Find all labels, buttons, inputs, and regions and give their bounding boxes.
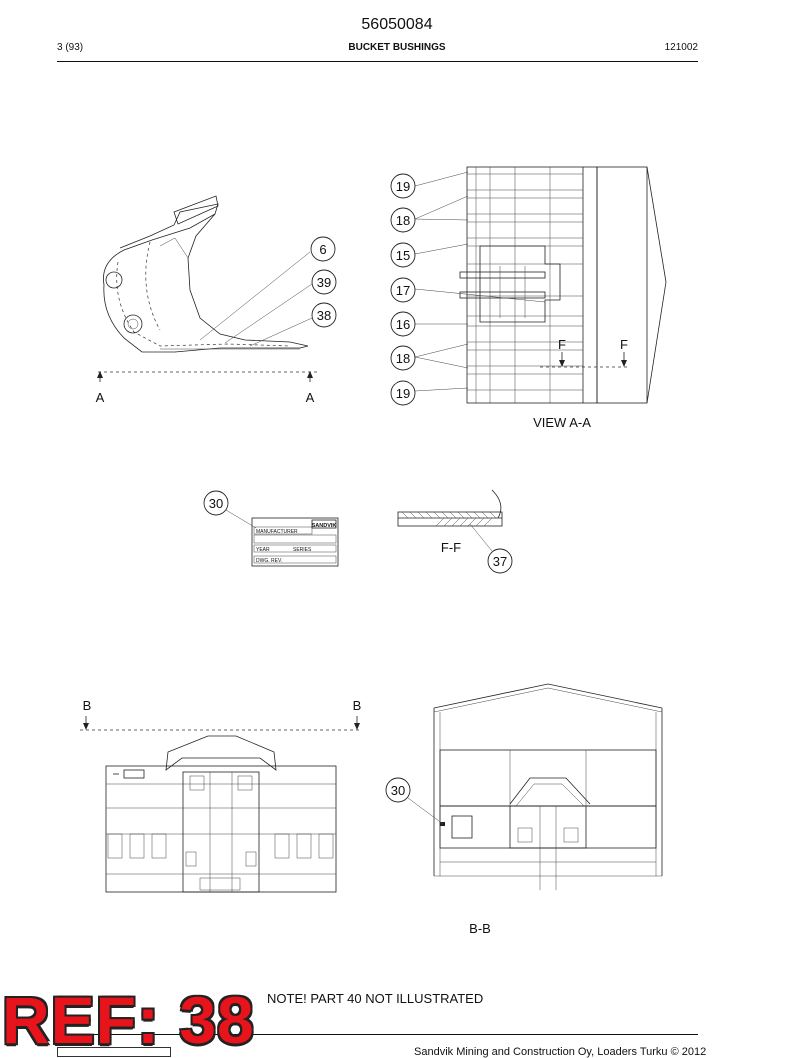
- cut-arrow-a-right: [307, 371, 313, 382]
- svg-text:19: 19: [396, 179, 410, 194]
- svg-text:30: 30: [391, 783, 405, 798]
- document-number: 56050084: [361, 16, 433, 33]
- cut-arrow-b-right: [354, 716, 360, 730]
- svg-text:18: 18: [396, 351, 410, 366]
- leader-30-bb: [407, 797, 444, 825]
- section-bb-label: B-B: [469, 921, 491, 936]
- leader-6: [199, 251, 311, 341]
- svg-text:19: 19: [396, 386, 410, 401]
- svg-text:6: 6: [319, 242, 326, 257]
- svg-text:37: 37: [493, 554, 507, 569]
- cut-label-b-left: B: [83, 698, 92, 713]
- svg-text:15: 15: [396, 248, 410, 263]
- page-number: 3 (93): [57, 42, 84, 53]
- nameplate-dwg-rev: DWG. REV.: [256, 558, 282, 564]
- note-text: NOTE! PART 40 NOT ILLUSTRATED: [267, 991, 484, 1006]
- section-ff-drawing: [397, 489, 503, 527]
- leader-30-plate: [225, 509, 257, 529]
- leader-18-top-a: [414, 195, 469, 220]
- section-bb-drawing: [433, 683, 663, 890]
- svg-text:39: 39: [317, 275, 331, 290]
- cut-arrow-f-left: [559, 352, 565, 367]
- callout-19-top: 19: [390, 173, 416, 199]
- revision-date: 121002: [664, 42, 698, 53]
- bucket-front-view: [105, 735, 337, 893]
- view-aa-label: VIEW A-A: [533, 415, 591, 430]
- leader-19-top: [414, 171, 469, 187]
- callout-18-bottom: 18: [390, 345, 416, 371]
- header-rule: [57, 61, 698, 62]
- nameplate-manufacturer: MANUFACTURER: [256, 529, 298, 535]
- callout-30-bb: 30: [385, 777, 411, 803]
- callout-18-top: 18: [390, 207, 416, 233]
- cut-label-f-left: F: [558, 337, 566, 352]
- callout-16: 16: [390, 311, 416, 337]
- leader-19-bottom: [414, 387, 469, 392]
- callout-38: 38: [311, 302, 337, 328]
- leader-18-top-b: [414, 218, 469, 221]
- callout-17: 17: [390, 277, 416, 303]
- svg-text:16: 16: [396, 317, 410, 332]
- leader-39: [224, 283, 313, 344]
- copyright-text: Sandvik Mining and Construction Oy, Load…: [414, 1046, 707, 1058]
- cut-arrow-b-left: [83, 716, 89, 730]
- svg-text:30: 30: [209, 496, 223, 511]
- cut-label-f-right: F: [620, 337, 628, 352]
- svg-text:18: 18: [396, 213, 410, 228]
- cut-label-b-right: B: [353, 698, 362, 713]
- leader-15: [414, 243, 469, 255]
- section-ff-label: F-F: [441, 540, 461, 555]
- page-title: BUCKET BUSHINGS: [348, 42, 446, 53]
- leader-18-bottom-b: [414, 356, 469, 369]
- nameplate-series: SERIES: [293, 547, 312, 553]
- svg-text:38: 38: [317, 308, 331, 323]
- view-aa-drawing: [459, 166, 667, 404]
- cut-arrow-a-left: [97, 371, 103, 382]
- bucket-side-view: [103, 195, 309, 353]
- leader-18-bottom-a: [414, 343, 469, 358]
- callout-39: 39: [311, 269, 337, 295]
- footer-rule: [57, 1034, 698, 1035]
- callout-15: 15: [390, 242, 416, 268]
- leader-37: [469, 523, 493, 552]
- cut-label-a-left: A: [96, 390, 105, 405]
- nameplate: SANDVIK MANUFACTURER YEAR SERIES DWG. RE…: [251, 517, 339, 567]
- callout-6: 6: [310, 236, 336, 262]
- callout-30-plate: 30: [203, 490, 229, 516]
- callout-37: 37: [487, 548, 513, 574]
- leader-17: [414, 288, 546, 303]
- cut-label-a-right: A: [306, 390, 315, 405]
- ref-badge: REF: 38: [2, 983, 255, 1057]
- callout-19-bottom: 19: [390, 380, 416, 406]
- svg-text:17: 17: [396, 283, 410, 298]
- leader-38: [249, 317, 313, 347]
- nameplate-brand: SANDVIK: [312, 523, 337, 529]
- nameplate-year: YEAR: [256, 547, 270, 553]
- cut-arrow-f-right: [621, 352, 627, 367]
